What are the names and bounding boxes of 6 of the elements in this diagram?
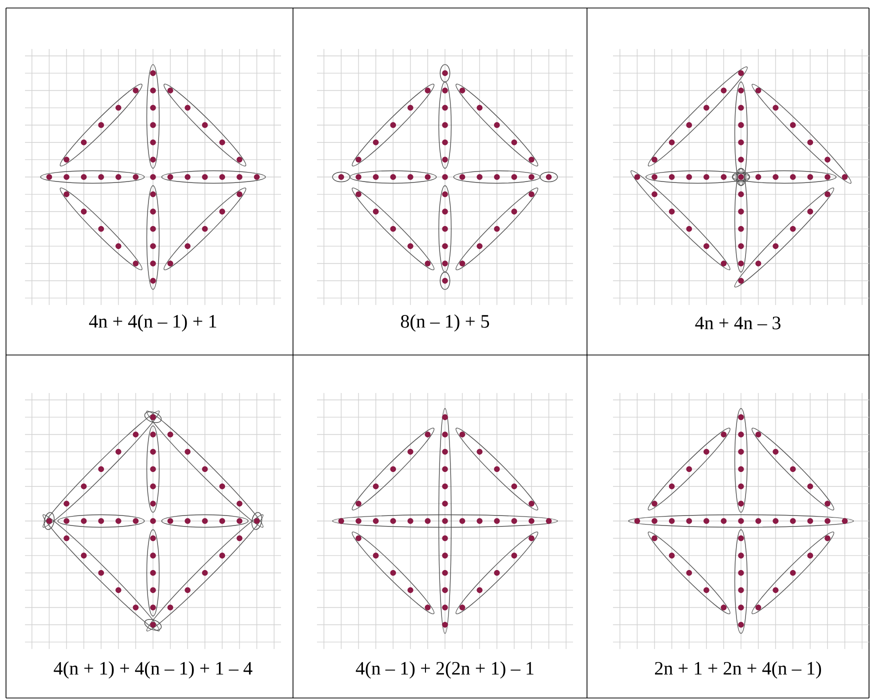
formula: 4n + 4(n – 1) + 1 xyxy=(89,314,216,332)
formula: 4n + 4n – 3 xyxy=(695,316,780,330)
formula: 2n + 1 + 2n + 4(n – 1) xyxy=(655,661,821,679)
formula: 4(n + 1) + 4(n – 1) + 1 – 4 xyxy=(54,661,252,679)
formula: 8(n – 1) + 5 xyxy=(400,314,490,332)
formula: 4(n – 1) + 2(2n + 1) – 1 xyxy=(356,661,534,679)
